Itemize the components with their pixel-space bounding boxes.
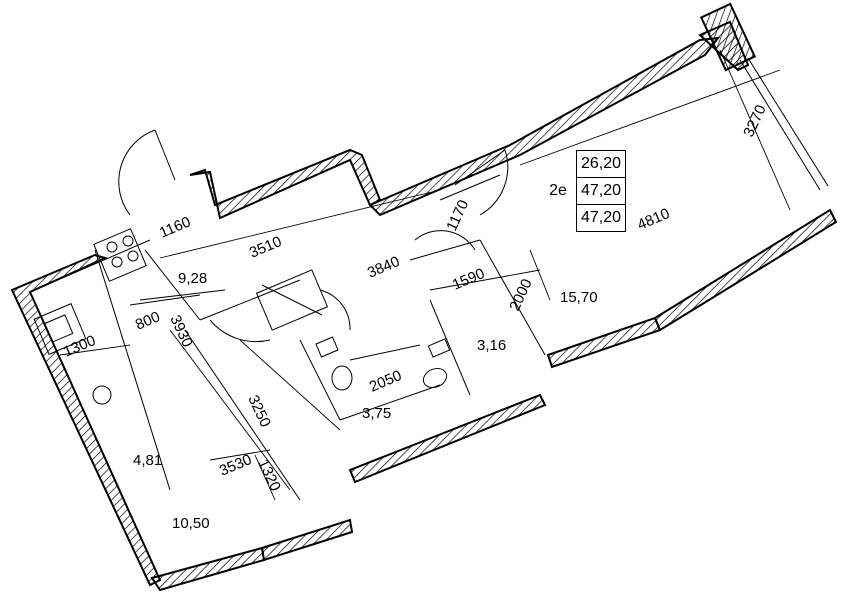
exterior-walls	[10, 20, 838, 592]
hood-icon	[92, 385, 112, 405]
dim-800: 800	[133, 308, 163, 333]
room-area-loggia: 10,50	[172, 515, 210, 532]
dimension-lines	[59, 49, 791, 501]
area-total-with-balcony: 47,20	[575, 204, 627, 232]
balcony-railing	[699, 2, 829, 191]
room-area-labels: 9,28 15,70 3,16 3,75 4,81 10,50	[133, 270, 598, 532]
room-area-bath: 3,75	[362, 405, 391, 422]
bathtub-shower	[255, 269, 329, 331]
dim-3840: 3840	[365, 253, 402, 282]
dim-1590: 1590	[450, 265, 487, 294]
dim-2050: 2050	[367, 367, 404, 396]
toilet	[422, 338, 451, 389]
dim-2000: 2000	[506, 276, 536, 313]
interior-walls	[29, 174, 546, 501]
dim-1170: 1170	[443, 197, 472, 233]
room-area-living: 15,70	[560, 289, 598, 306]
dim-3510: 3510	[247, 233, 284, 262]
kitchen-sink	[33, 303, 87, 355]
area-total: 47,20	[575, 177, 627, 205]
area-living: 26,20	[575, 150, 627, 178]
apartment-type: 2е	[540, 150, 577, 232]
dim-1160: 1160	[157, 213, 193, 241]
dim-4810: 4810	[635, 205, 672, 234]
room-area-wc: 3,16	[477, 337, 506, 354]
dim-3530: 3530	[217, 451, 254, 480]
dim-3270: 3270	[740, 102, 770, 139]
washbasin	[315, 336, 353, 391]
doors	[118, 129, 509, 343]
kitchen-stove	[93, 228, 147, 282]
area-legend: 2е 26,20 47,20 47,20	[540, 150, 627, 232]
dim-1320: 1320	[254, 457, 284, 494]
room-area-kitchen: 4,81	[133, 452, 162, 469]
room-area-hall: 9,28	[178, 270, 207, 287]
